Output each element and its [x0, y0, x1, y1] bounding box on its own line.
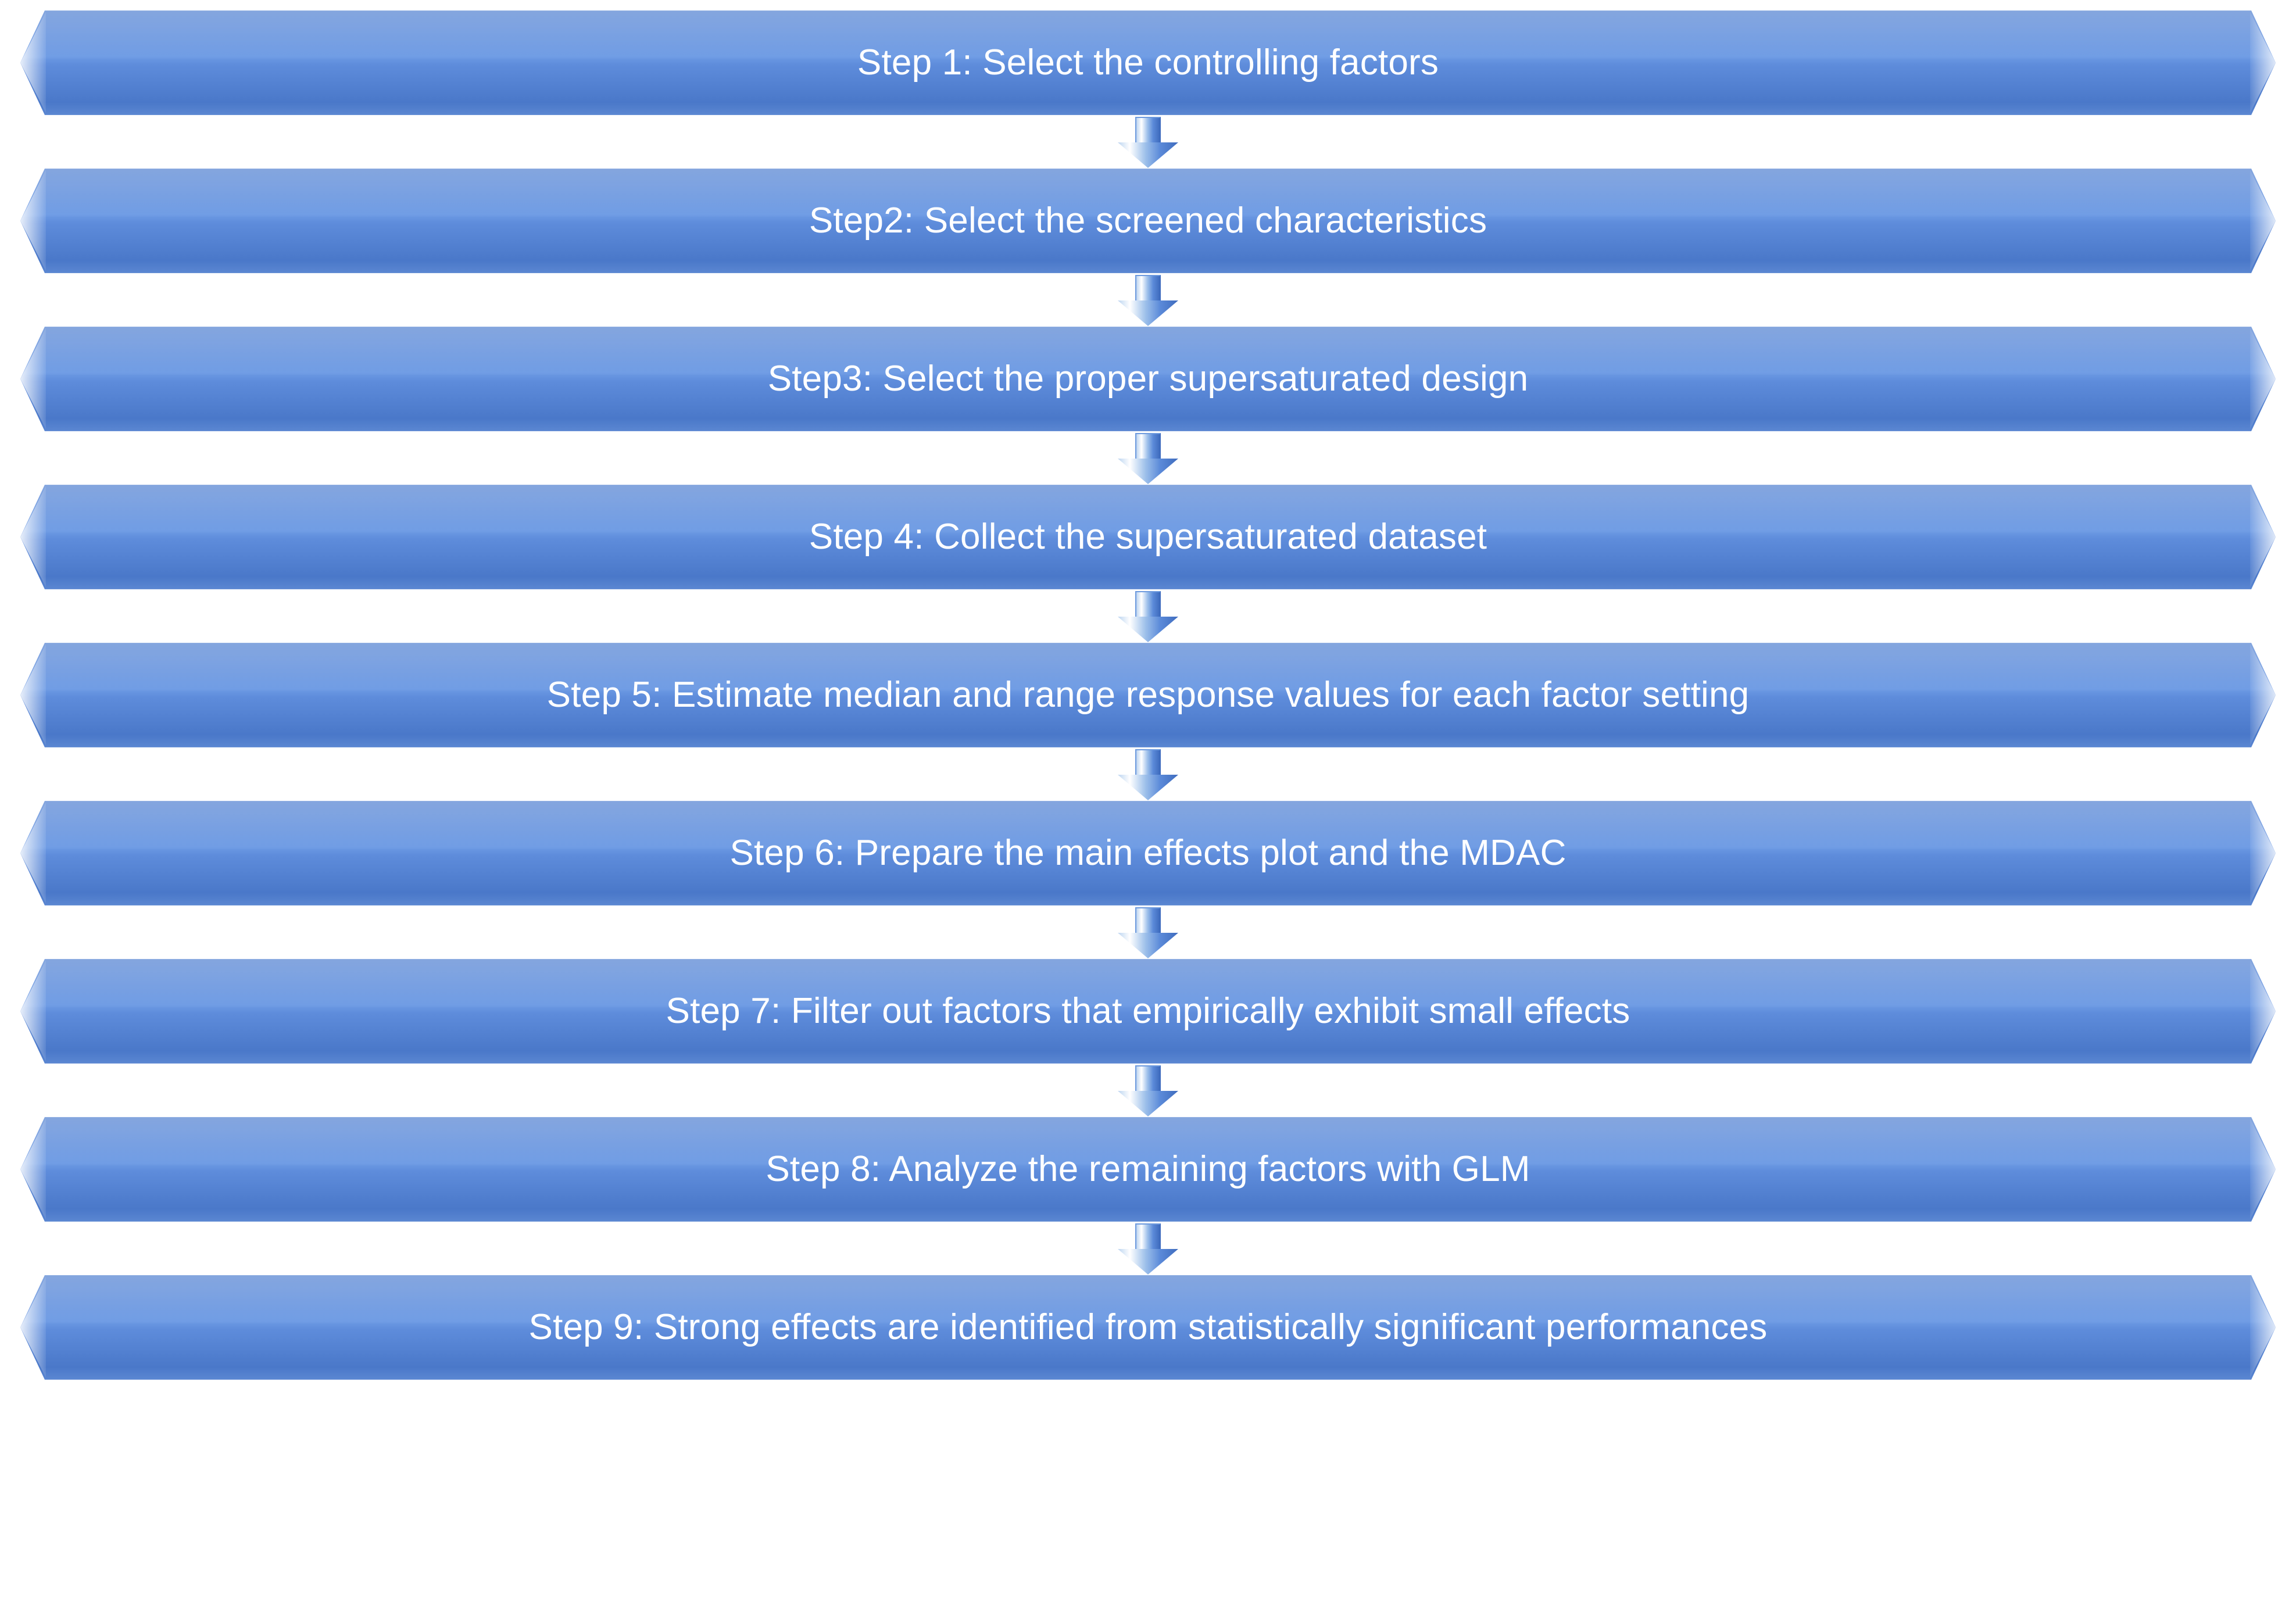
flow-step-3-label: Step3: Select the proper supersaturated …: [767, 359, 1529, 399]
down-arrow-icon: [1118, 1223, 1178, 1275]
arrow-shaft: [1135, 749, 1161, 776]
right-bevel-icon: [2250, 802, 2276, 904]
arrow-head: [1118, 300, 1178, 326]
right-bevel-icon: [2250, 1118, 2276, 1220]
left-bevel-icon: [20, 1118, 46, 1220]
connector-3-4: [0, 431, 2296, 485]
arrow-shaft: [1135, 1065, 1161, 1092]
right-bevel-icon: [2250, 960, 2276, 1062]
arrow-head: [1118, 775, 1178, 800]
arrow-shaft: [1135, 907, 1161, 934]
connector-7-8: [0, 1064, 2296, 1117]
flow-step-5[interactable]: Step 5: Estimate median and range respon…: [20, 643, 2276, 747]
arrow-head: [1118, 617, 1178, 642]
arrow-head: [1118, 933, 1178, 958]
step-row: Step 1: Select the controlling factors: [0, 10, 2296, 115]
arrow-shaft: [1135, 433, 1161, 460]
arrow-head: [1118, 1091, 1178, 1116]
flow-step-6[interactable]: Step 6: Prepare the main effects plot an…: [20, 801, 2276, 905]
arrow-head: [1118, 459, 1178, 484]
arrow-shaft: [1135, 1223, 1161, 1250]
flow-step-4-label: Step 4: Collect the supersaturated datas…: [809, 517, 1487, 557]
flow-step-1-label: Step 1: Select the controlling factors: [857, 42, 1439, 83]
left-bevel-icon: [20, 1276, 46, 1378]
step-row: Step 7: Filter out factors that empirica…: [0, 959, 2296, 1064]
flow-step-5-label: Step 5: Estimate median and range respon…: [546, 675, 1750, 715]
left-bevel-icon: [20, 960, 46, 1062]
step-row: Step 5: Estimate median and range respon…: [0, 643, 2296, 747]
right-bevel-icon: [2250, 1276, 2276, 1378]
right-bevel-icon: [2250, 486, 2276, 588]
right-bevel-icon: [2250, 644, 2276, 746]
down-arrow-icon: [1118, 907, 1178, 958]
flow-step-8-label: Step 8: Analyze the remaining factors wi…: [766, 1149, 1530, 1189]
flow-step-1[interactable]: Step 1: Select the controlling factors: [20, 10, 2276, 115]
arrow-head: [1118, 1249, 1178, 1275]
flow-step-4[interactable]: Step 4: Collect the supersaturated datas…: [20, 485, 2276, 589]
flow-step-9-label: Step 9: Strong effects are identified fr…: [528, 1307, 1768, 1347]
connector-5-6: [0, 747, 2296, 801]
right-bevel-icon: [2250, 170, 2276, 271]
connector-1-2: [0, 115, 2296, 169]
left-bevel-icon: [20, 170, 46, 271]
flow-step-7[interactable]: Step 7: Filter out factors that empirica…: [20, 959, 2276, 1064]
step-row: Step 8: Analyze the remaining factors wi…: [0, 1117, 2296, 1222]
step-row: Step 6: Prepare the main effects plot an…: [0, 801, 2296, 905]
down-arrow-icon: [1118, 275, 1178, 326]
down-arrow-icon: [1118, 591, 1178, 642]
down-arrow-icon: [1118, 117, 1178, 168]
right-bevel-icon: [2250, 328, 2276, 429]
step-row: Step 4: Collect the supersaturated datas…: [0, 485, 2296, 589]
down-arrow-icon: [1118, 433, 1178, 484]
connector-4-5: [0, 589, 2296, 643]
right-bevel-icon: [2250, 12, 2276, 113]
down-arrow-icon: [1118, 749, 1178, 800]
left-bevel-icon: [20, 486, 46, 588]
step-row: Step3: Select the proper supersaturated …: [0, 327, 2296, 431]
flow-step-9[interactable]: Step 9: Strong effects are identified fr…: [20, 1275, 2276, 1380]
left-bevel-icon: [20, 12, 46, 113]
arrow-head: [1118, 142, 1178, 168]
left-bevel-icon: [20, 802, 46, 904]
connector-2-3: [0, 273, 2296, 327]
flow-step-6-label: Step 6: Prepare the main effects plot an…: [729, 833, 1567, 873]
flow-step-2-label: Step2: Select the screened characteristi…: [809, 201, 1487, 241]
down-arrow-icon: [1118, 1065, 1178, 1116]
step-row: Step2: Select the screened characteristi…: [0, 169, 2296, 273]
arrow-shaft: [1135, 591, 1161, 618]
left-bevel-icon: [20, 644, 46, 746]
arrow-shaft: [1135, 117, 1161, 144]
step-row: Step 9: Strong effects are identified fr…: [0, 1275, 2296, 1380]
flow-step-7-label: Step 7: Filter out factors that empirica…: [666, 991, 1630, 1031]
left-bevel-icon: [20, 328, 46, 429]
flow-step-2[interactable]: Step2: Select the screened characteristi…: [20, 169, 2276, 273]
connector-8-9: [0, 1222, 2296, 1275]
flow-step-8[interactable]: Step 8: Analyze the remaining factors wi…: [20, 1117, 2276, 1222]
flow-step-3[interactable]: Step3: Select the proper supersaturated …: [20, 327, 2276, 431]
connector-6-7: [0, 905, 2296, 959]
arrow-shaft: [1135, 275, 1161, 302]
